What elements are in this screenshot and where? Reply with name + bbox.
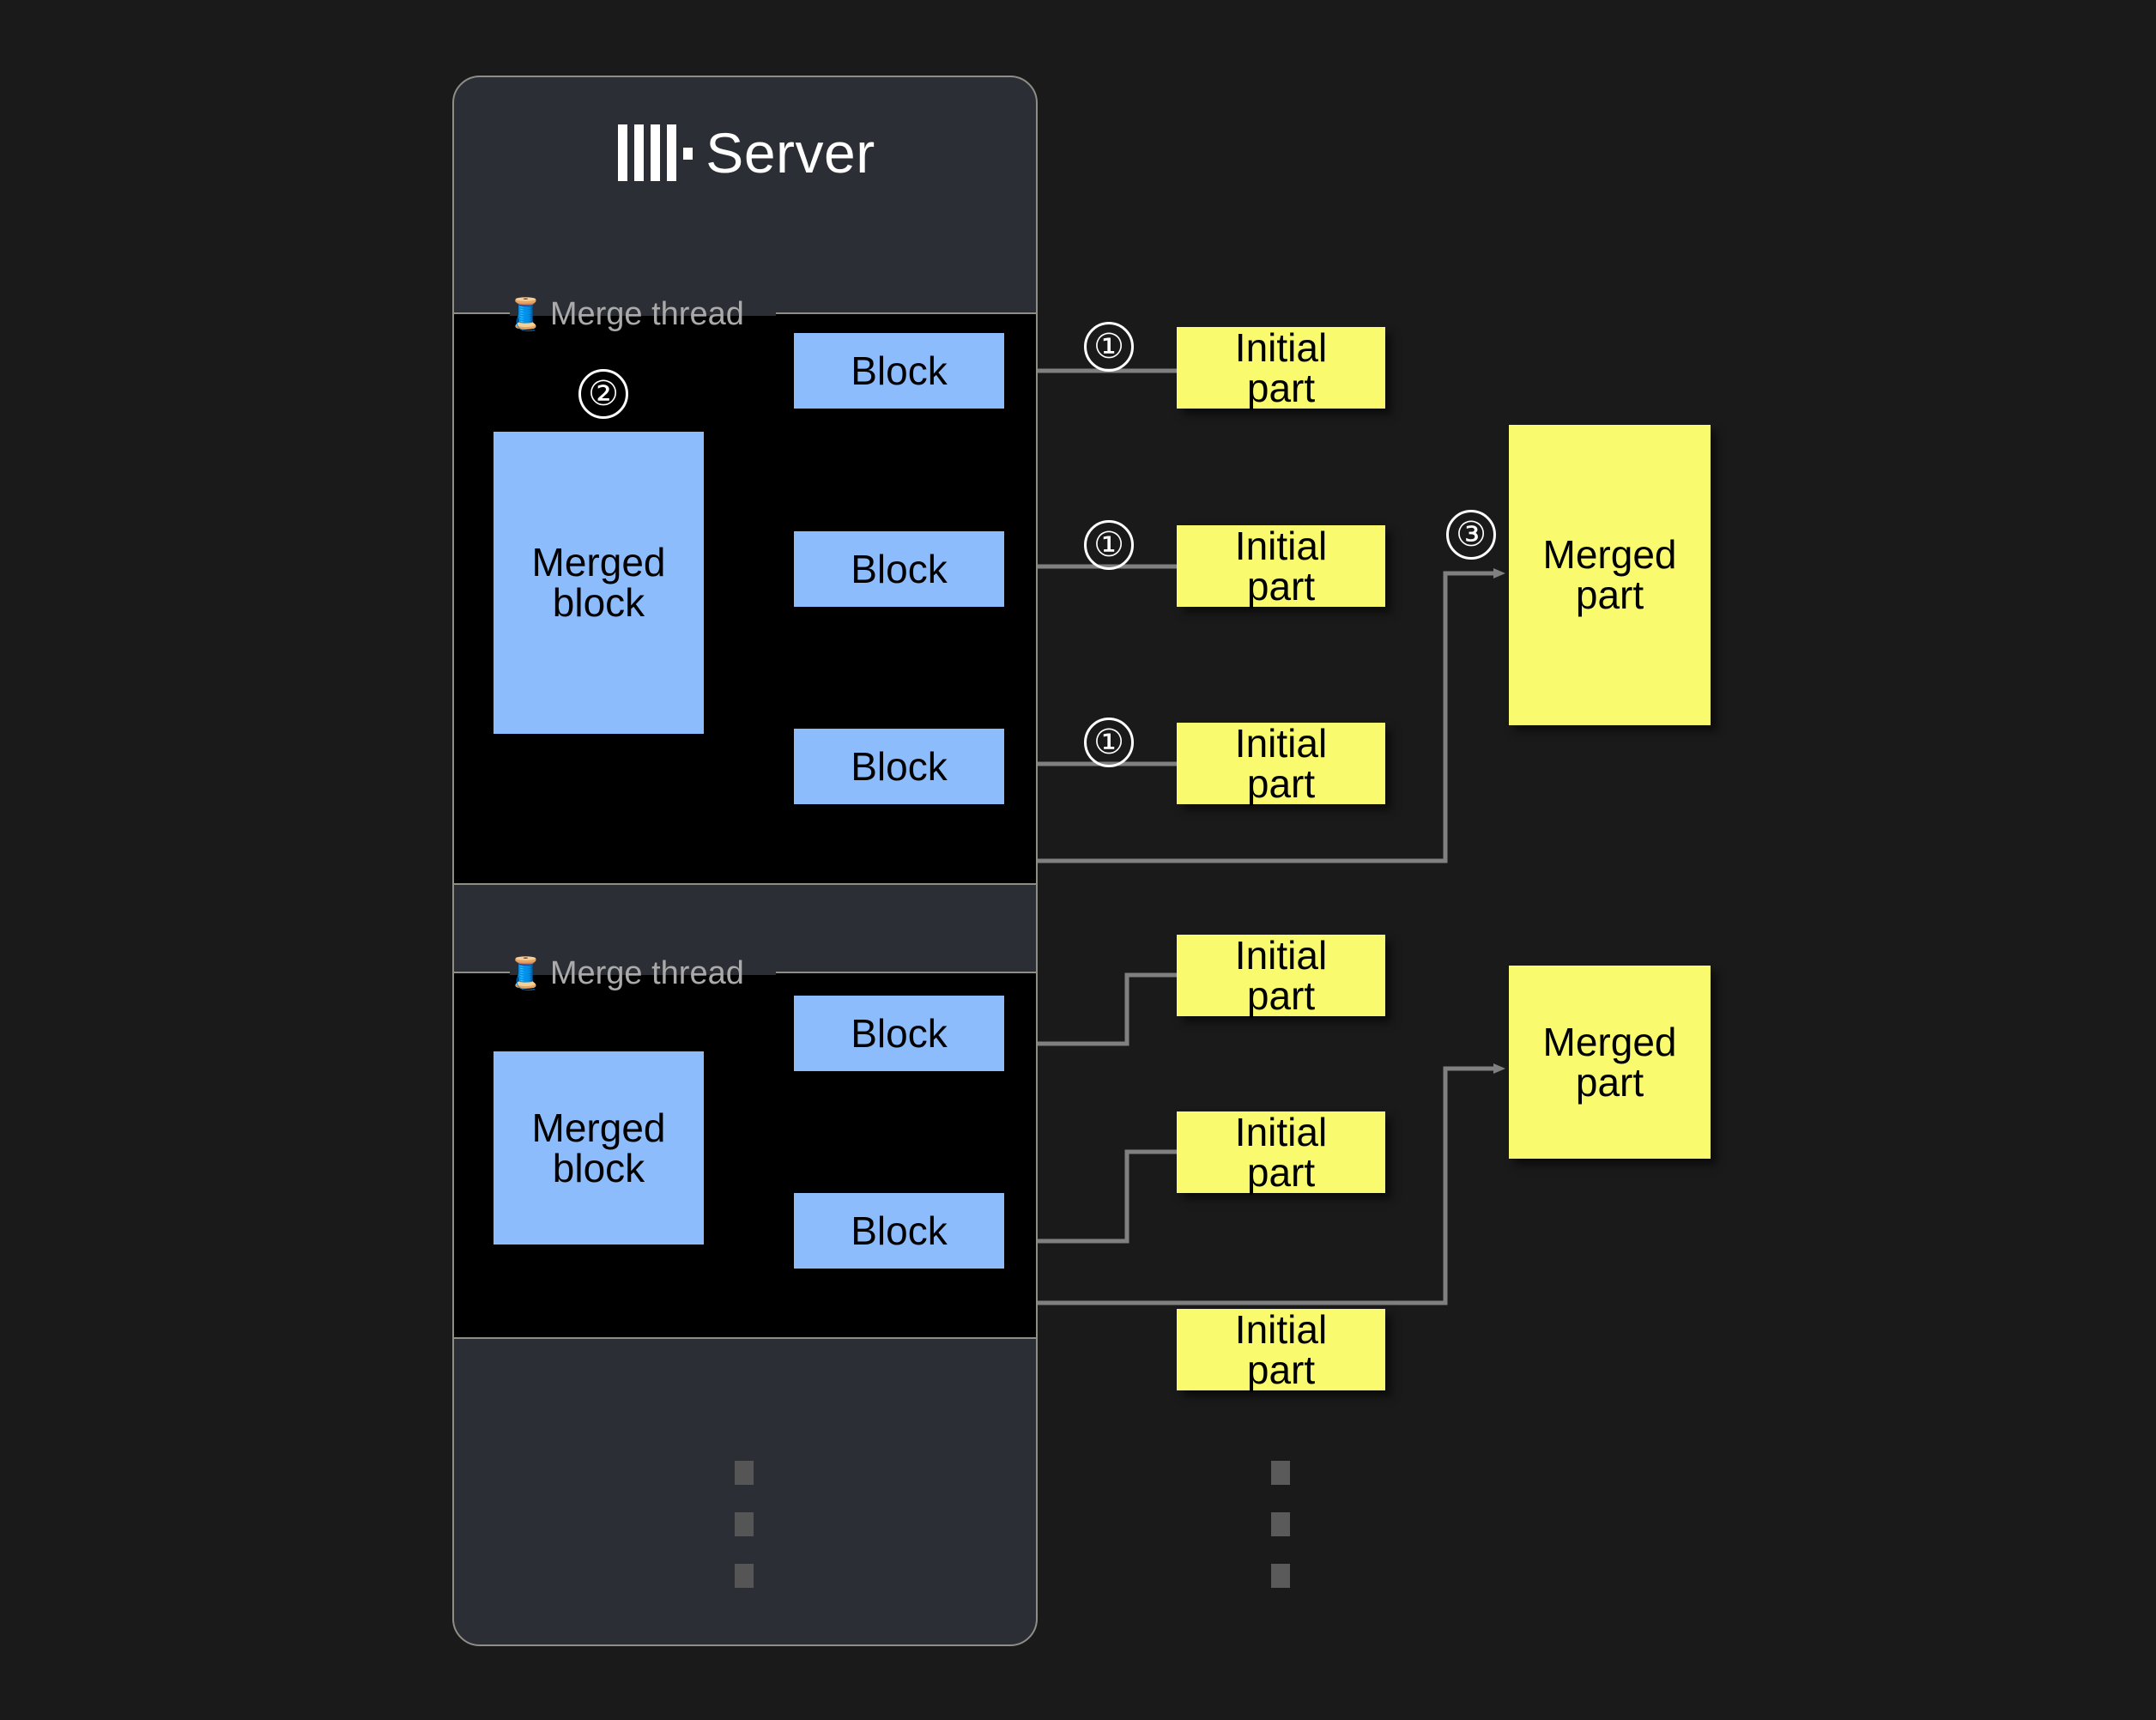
initial-part-line1: Initial — [1234, 1306, 1328, 1352]
initial-part-line2: part — [1246, 1347, 1316, 1392]
merged-block-line1: Merged — [531, 1105, 666, 1150]
step-marker-3: ③ — [1446, 510, 1496, 560]
thread-spool-icon: 🧵 — [506, 955, 545, 990]
merged-block-line2: block — [552, 1145, 645, 1190]
page-title: Server — [706, 121, 875, 185]
merge-thread-2-label: 🧵 Merge thread — [506, 954, 749, 992]
merged-part-line1: Merged — [1542, 1019, 1677, 1064]
initial-part-box: Initial part — [1177, 723, 1385, 804]
step-marker-1a: ① — [1084, 322, 1134, 372]
initial-part-line2: part — [1246, 563, 1316, 609]
initial-part-line1: Initial — [1234, 720, 1328, 766]
initial-part-box: Initial part — [1177, 935, 1385, 1016]
merged-part-box: Merged part — [1509, 425, 1711, 725]
initial-part-line2: part — [1246, 1149, 1316, 1195]
initial-part-box: Initial part — [1177, 525, 1385, 607]
initial-part-line1: Initial — [1234, 324, 1328, 370]
step-marker-1c: ① — [1084, 718, 1134, 767]
initial-part-box: Initial part — [1177, 1309, 1385, 1390]
initial-part-line2: part — [1246, 365, 1316, 410]
initial-part-box: Initial part — [1177, 1111, 1385, 1193]
clickhouse-logo-icon — [618, 124, 693, 181]
merge-thread-2-label-mask — [510, 971, 776, 975]
merged-block-box: Merged block — [494, 432, 704, 734]
initial-part-line1: Initial — [1234, 932, 1328, 978]
block-box: Block — [794, 531, 1004, 607]
thread-spool-icon: 🧵 — [506, 296, 545, 331]
arrow-initialpart5-to-block5 — [1021, 1149, 1177, 1246]
merged-part-box: Merged part — [1509, 966, 1711, 1159]
merged-part-line2: part — [1575, 1059, 1644, 1105]
step-marker-2: ② — [578, 369, 628, 419]
block-box: Block — [794, 729, 1004, 804]
initial-part-line2: part — [1246, 972, 1316, 1018]
merged-block-line1: Merged — [531, 540, 666, 585]
block-box: Block — [794, 996, 1004, 1071]
merged-block-line2: block — [552, 580, 645, 625]
initial-part-line1: Initial — [1234, 1109, 1328, 1154]
merge-thread-1-label: 🧵 Merge thread — [506, 295, 749, 333]
vertical-ellipsis-icon-outer — [1271, 1461, 1290, 1588]
merge-thread-label-text: Merge thread — [549, 296, 744, 332]
server-title: Server — [454, 120, 1039, 185]
block-box: Block — [794, 1193, 1004, 1269]
vertical-ellipsis-icon-inner — [735, 1461, 754, 1588]
merged-block-box: Merged block — [494, 1051, 704, 1245]
step-marker-1b: ① — [1084, 520, 1134, 570]
block-box: Block — [794, 333, 1004, 409]
merge-thread-label-text: Merge thread — [549, 955, 744, 991]
initial-part-box: Initial part — [1177, 327, 1385, 409]
initial-part-line1: Initial — [1234, 523, 1328, 568]
merge-thread-1-label-mask — [510, 312, 776, 316]
merged-part-line1: Merged — [1542, 532, 1677, 578]
initial-part-line2: part — [1246, 760, 1316, 806]
arrow-initialpart4-to-block4 — [1021, 972, 1177, 1049]
merged-part-line2: part — [1575, 572, 1644, 617]
